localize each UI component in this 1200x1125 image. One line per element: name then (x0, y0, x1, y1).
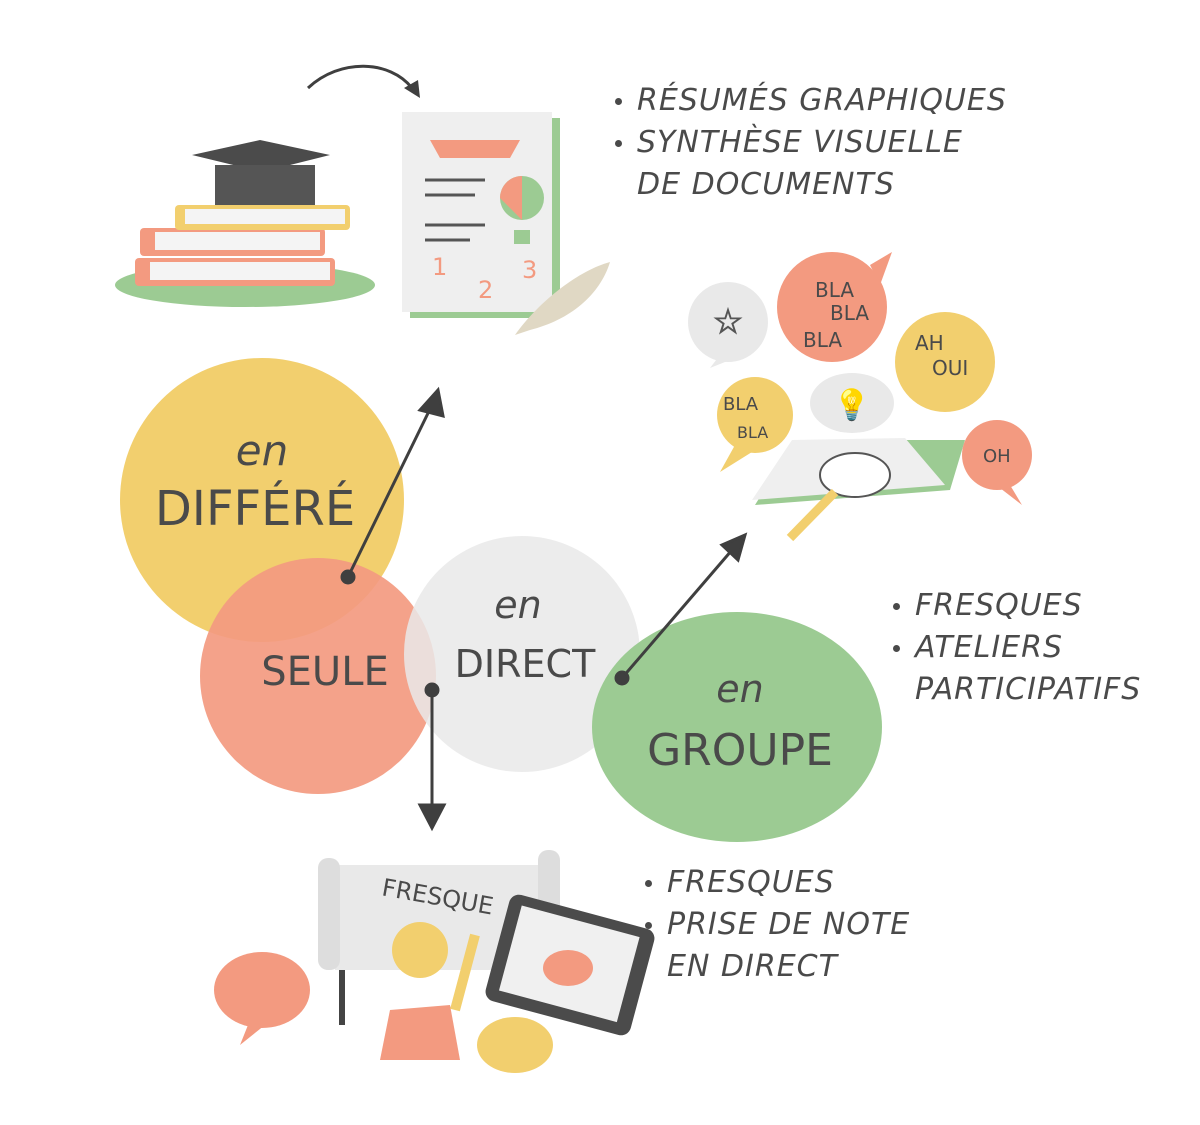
list-bottom: FRESQUES PRISE DE NOTE EN DIRECT (645, 862, 910, 988)
groupe-big-label: GROUPE (647, 725, 833, 776)
svg-text:☆: ☆ (713, 302, 743, 342)
bubble-text-bla-3: BLA (803, 328, 842, 352)
circle-seule (200, 558, 436, 794)
list-bottom-item-2-cont: EN DIRECT (667, 949, 838, 984)
list-right-item-2: ATELIERS (893, 627, 1141, 669)
list-right: FRESQUES ATELIERS PARTICIPATIFS (893, 585, 1141, 711)
bubble-text-oh: OH (983, 446, 1011, 467)
list-top-item-2-cont: DE DOCUMENTS (637, 167, 895, 202)
list-top: RÉSUMÉS GRAPHIQUES SYNTHÈSE VISUELLE DE … (615, 80, 1007, 206)
list-bottom-item-1: FRESQUES (645, 862, 910, 904)
list-right-item-2-cont: PARTICIPATIFS (915, 672, 1142, 707)
bubble-text-bla-2: BLA (830, 301, 869, 325)
direct-small-label: en (494, 583, 541, 627)
circle-groupe (592, 612, 882, 842)
doc-number-1: 1 (432, 253, 447, 281)
direct-big-label: DIRECT (455, 642, 596, 686)
bubble-text-bla-4: BLA (723, 394, 759, 415)
differe-small-label: en (236, 426, 288, 475)
list-right-item-1: FRESQUES (893, 585, 1141, 627)
document-illustration: 1 2 3 (402, 112, 610, 335)
list-bottom-item-2: PRISE DE NOTE (645, 904, 910, 946)
groupe-small-label: en (716, 667, 763, 711)
seule-label: SEULE (261, 649, 389, 695)
list-top-item-2: SYNTHÈSE VISUELLE (615, 122, 1007, 164)
circle-direct (404, 536, 640, 772)
doc-number-3: 3 (522, 256, 537, 284)
doc-number-2: 2 (478, 276, 493, 304)
curved-arrow-head (404, 80, 420, 98)
bubble-text-ah: AH (915, 331, 944, 355)
arrow-to-fresque (417, 682, 447, 832)
differe-big-label: DIFFÉRÉ (155, 480, 355, 537)
bubble-text-bla-1: BLA (815, 278, 854, 302)
books-illustration (115, 140, 375, 307)
fresque-illustration: FRESQUE (214, 850, 655, 1073)
bubbles-illustration: ☆ BLA BLA BLA AH OUI BLA BLA 💡 OH (688, 252, 1032, 542)
curved-arrow (306, 64, 414, 90)
arrow-to-document (340, 386, 445, 585)
bubble-text-bla-5: BLA (737, 423, 768, 442)
bubble-text-oui: OUI (932, 356, 968, 380)
svg-text:💡: 💡 (833, 387, 870, 423)
arrow-to-bubbles (614, 532, 748, 686)
list-top-item-1: RÉSUMÉS GRAPHIQUES (615, 80, 1007, 122)
